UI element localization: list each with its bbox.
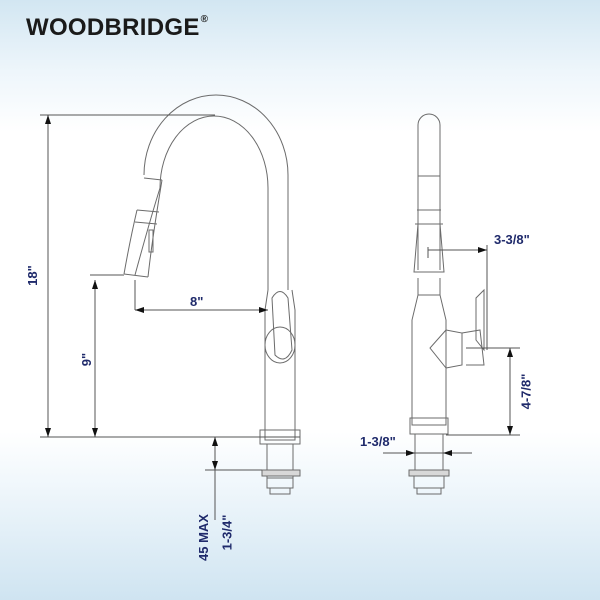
dim-total-height: 18" (24, 265, 40, 286)
dim-shank-length: 1-3/4" (219, 514, 235, 551)
side-view (383, 113, 520, 495)
registered-mark: ® (200, 14, 209, 25)
dim-handle-projection: 3-3/8" (494, 232, 530, 247)
brand-logo: WOODBRIDGE® (26, 14, 208, 42)
dim-max-deck: 45 MAX (195, 514, 211, 561)
dim-handle-height: 4-7/8" (518, 373, 534, 410)
brand-name: WOODBRIDGE (26, 14, 200, 41)
front-view (40, 94, 301, 520)
dim-shank-diameter: 1-3/8" (360, 434, 396, 449)
dim-spout-clearance: 9" (79, 352, 95, 367)
dim-spout-reach: 8" (190, 294, 204, 309)
